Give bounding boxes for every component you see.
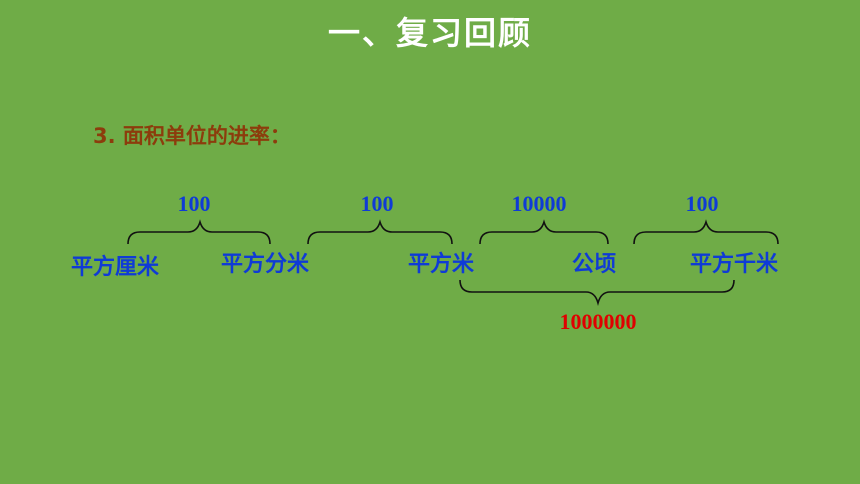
rate-cm-to-dm: 100 — [177, 191, 211, 216]
unit-square-kilometer: 平方千米 — [690, 252, 779, 277]
rate-ha-to-km: 100 — [685, 191, 719, 216]
brace-dm-m — [307, 219, 453, 245]
section-heading: 3. 面积单位的进率： — [93, 124, 291, 148]
rate-m-to-km: 1000000 — [559, 309, 637, 334]
rate-dm-to-m: 100 — [360, 191, 394, 216]
brace-cm-dm — [127, 219, 271, 245]
rate-m-to-ha: 10000 — [511, 191, 567, 216]
slide-title: 一、复习回顾 — [327, 14, 532, 52]
brace-ha-km — [633, 219, 779, 245]
brace-m-ha — [479, 219, 609, 245]
unit-square-decimeter: 平方分米 — [221, 252, 310, 277]
brace-m-km — [459, 279, 735, 307]
unit-square-meter: 平方米 — [408, 252, 475, 277]
unit-hectare: 公顷 — [572, 252, 617, 277]
unit-square-centimeter: 平方厘米 — [71, 255, 160, 280]
